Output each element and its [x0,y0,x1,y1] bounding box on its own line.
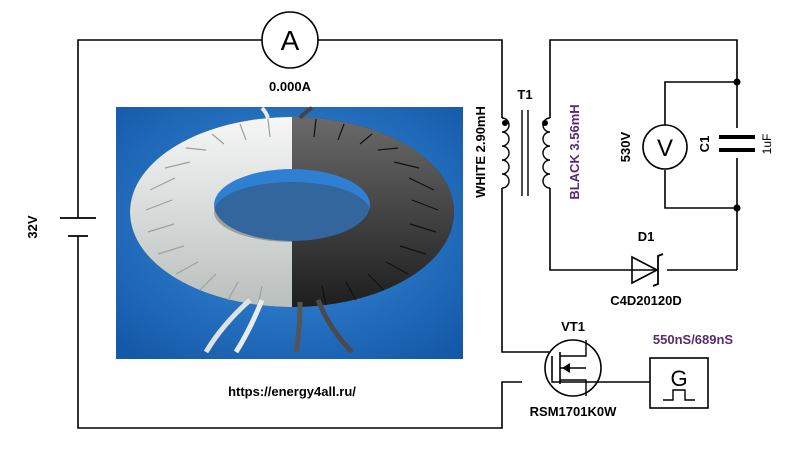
ammeter-symbol: A [281,25,300,56]
polarity-dot [502,120,508,126]
voltmeter: V 530V [618,124,688,170]
wires [77,39,741,429]
voltmeter-icon [642,124,688,170]
black-lead-top [298,106,314,120]
black-lead [293,301,303,353]
generator-symbol: G [670,366,687,391]
toroid-hole [214,169,370,241]
secondary-inductance: BLACK 3.56mH [567,104,582,199]
capacitor-value: 1uF [760,134,774,155]
wire-volt-bottom [664,170,737,209]
wire-secondary-bottom [549,188,632,271]
diode-part: C4D20120D [610,293,682,308]
black-winding [292,117,454,307]
mosfet-gate-lead [551,380,604,383]
white-lead [233,299,265,354]
ammeter-icon [261,11,319,69]
voltmeter-reading: 530V [618,131,633,162]
mosfet-arrow [562,363,570,373]
capacitor-gap [724,128,750,158]
primary-inductance: WHITE 2.90mH [473,106,488,198]
white-lead-top [260,106,270,119]
primary-coil [501,117,510,189]
junction-dot [733,204,741,212]
pulse-waveform-icon [663,389,695,401]
wire-primary-drain [501,188,560,353]
white-winding [130,117,292,307]
transistor-part: RSM1701K0W [530,404,617,419]
secondary-coil [542,117,551,189]
polarity-dot [542,120,548,126]
ammeter-reading: 0.000A [269,79,312,94]
white-lead [203,298,252,354]
transistor-ref: VT1 [561,319,585,334]
battery: 32V [25,215,96,239]
voltmeter-symbol: V [657,135,673,162]
pulse-generator: G 550nS/689nS [649,332,734,409]
mosfet-drain [560,340,587,357]
wire-top-left [77,39,262,218]
black-lead [315,299,354,354]
mosfet-source [560,379,587,396]
battery-voltage: 32V [25,215,40,238]
transistor-vt1: VT1 RSM1701K0W [530,319,617,419]
wire-volt-top [664,81,737,125]
generator-timing: 550nS/689nS [653,332,734,347]
wire-bottom-left [77,236,522,429]
toroid-photo [116,106,463,359]
ammeter: A 0.000A [261,11,319,94]
toroid-hole-shadow [214,182,370,242]
transformer-ref: T1 [517,87,532,102]
diode-d1: D1 C4D20120D [610,229,682,308]
photo-caption[interactable]: https://energy4all.ru/ [228,384,356,399]
transformer-t1: T1 WHITE 2.90mH BLACK 3.56mH [473,87,582,200]
wire-top-right [318,39,503,118]
capacitor-c1: C1 1uF [697,128,774,158]
generator-icon [649,357,709,409]
junction-dot [733,78,741,86]
diode-ref: D1 [638,229,655,244]
capacitor-ref: C1 [697,136,712,153]
black-winding-turns [313,118,439,306]
